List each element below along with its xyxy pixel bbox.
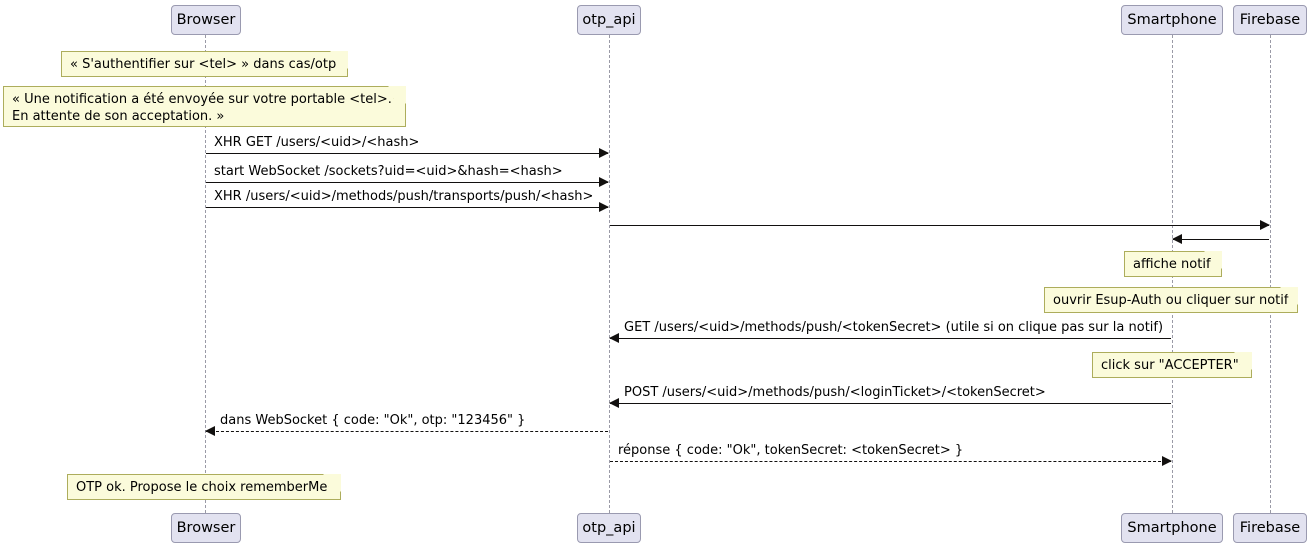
note-fold-edge xyxy=(393,86,406,99)
message-line-m9 xyxy=(610,461,1171,462)
lifeline-firebase xyxy=(1270,35,1271,513)
note-fold-edge xyxy=(328,474,341,487)
note-n3: affiche notif xyxy=(1124,251,1222,277)
message-line-m5 xyxy=(1173,239,1269,240)
participant-firebase-top[interactable]: Firebase xyxy=(1233,5,1307,35)
note-text-n5: click sur "ACCEPTER" xyxy=(1101,358,1239,373)
note-text-n1: « S'authentifier sur <tel> » dans cas/ot… xyxy=(70,57,337,72)
arrow-head-icon-m5 xyxy=(1172,234,1182,244)
message-label-m1: XHR GET /users/<uid>/<hash> xyxy=(214,135,420,150)
participant-browser-top[interactable]: Browser xyxy=(171,5,241,35)
note-text-n3: affiche notif xyxy=(1133,257,1211,272)
arrow-head-icon-m6 xyxy=(609,333,619,343)
message-label-m2: start WebSocket /sockets?uid=<uid>&hash=… xyxy=(214,164,563,179)
note-n2: « Une notification a été envoyée sur vot… xyxy=(3,86,406,127)
arrow-head-icon-m4 xyxy=(1260,220,1270,230)
note-fold-edge xyxy=(1209,251,1222,264)
note-text-n6: OTP ok. Propose le choix rememberMe xyxy=(76,480,328,495)
participant-smartphone-top[interactable]: Smartphone xyxy=(1121,5,1223,35)
message-label-m9: réponse { code: "Ok", tokenSecret: <toke… xyxy=(618,443,964,458)
note-text-n2: « Une notification a été envoyée sur vot… xyxy=(12,92,392,124)
message-line-m2 xyxy=(206,182,608,183)
note-fold-edge xyxy=(335,51,348,64)
note-n5: click sur "ACCEPTER" xyxy=(1092,352,1252,378)
message-line-m8 xyxy=(206,431,608,432)
note-fold-edge xyxy=(1285,287,1298,300)
note-text-n4: ouvrir Esup-Auth ou cliquer sur notif xyxy=(1053,293,1289,308)
arrow-head-icon-m1 xyxy=(599,148,609,158)
participant-otp_api-bottom[interactable]: otp_api xyxy=(577,513,641,543)
arrow-head-icon-m3 xyxy=(599,202,609,212)
arrow-head-icon-m7 xyxy=(609,398,619,408)
note-fold-edge xyxy=(1239,352,1252,365)
message-line-m1 xyxy=(206,153,608,154)
arrow-head-icon-m2 xyxy=(599,177,609,187)
note-n1: « S'authentifier sur <tel> » dans cas/ot… xyxy=(61,51,348,77)
participant-firebase-bottom[interactable]: Firebase xyxy=(1233,513,1307,543)
participant-browser-bottom[interactable]: Browser xyxy=(171,513,241,543)
message-label-m6: GET /users/<uid>/methods/push/<tokenSecr… xyxy=(624,320,1164,335)
participant-otp_api-top[interactable]: otp_api xyxy=(577,5,641,35)
message-line-m4 xyxy=(610,225,1269,226)
message-label-m7: POST /users/<uid>/methods/push/<loginTic… xyxy=(624,385,1046,400)
note-n6: OTP ok. Propose le choix rememberMe xyxy=(67,474,341,500)
message-line-m3 xyxy=(206,207,608,208)
participant-smartphone-bottom[interactable]: Smartphone xyxy=(1121,513,1223,543)
message-label-m3: XHR /users/<uid>/methods/push/transports… xyxy=(214,189,594,204)
message-line-m7 xyxy=(610,403,1171,404)
arrow-head-icon-m9 xyxy=(1162,456,1172,466)
message-line-m6 xyxy=(610,338,1171,339)
lifeline-otp_api xyxy=(609,35,610,513)
lifeline-browser xyxy=(205,35,206,513)
note-n4: ouvrir Esup-Auth ou cliquer sur notif xyxy=(1044,287,1298,313)
arrow-head-icon-m8 xyxy=(205,426,215,436)
message-label-m8: dans WebSocket { code: "Ok", otp: "12345… xyxy=(220,413,526,428)
